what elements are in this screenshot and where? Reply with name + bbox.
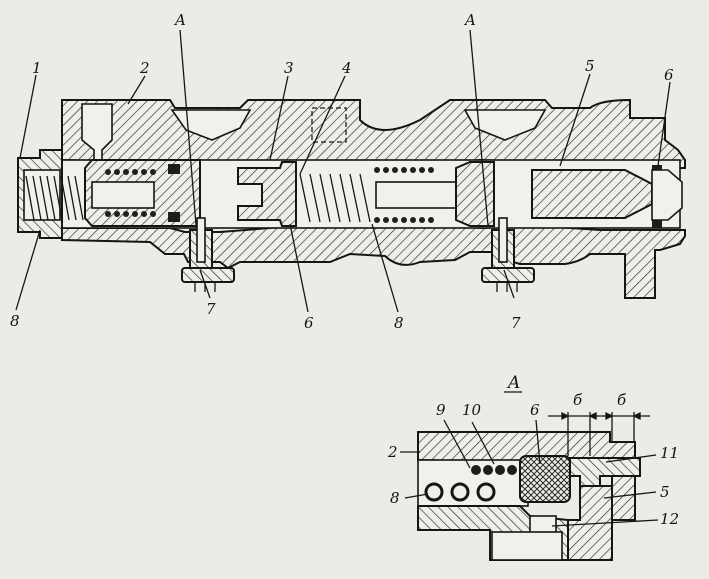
cylinder-section: 1 2 A 3 4 A 5 6 8 7 6 8 7	[10, 11, 686, 332]
detail-spring-8	[424, 482, 496, 502]
body-lower	[61, 224, 686, 299]
detail-title: A	[506, 373, 520, 393]
label-1: 1	[32, 59, 42, 77]
detail-seal	[519, 455, 571, 503]
piston-middle	[237, 161, 297, 227]
detail-spring-10	[471, 465, 517, 475]
piston-right-cavity	[375, 181, 457, 209]
dashed-port	[311, 107, 347, 143]
rod-end	[651, 169, 683, 221]
pushrod	[531, 169, 653, 219]
piston-right-head	[455, 161, 495, 227]
label-a-right: A	[463, 11, 476, 29]
label-5: 5	[585, 57, 595, 75]
detail-lower-bore	[491, 531, 563, 561]
label-4: 4	[341, 59, 352, 77]
recess-right	[463, 109, 547, 141]
label-3: 3	[284, 59, 294, 77]
spring-left	[25, 175, 84, 221]
body-upper	[61, 98, 686, 170]
label-2: 2	[139, 59, 150, 77]
detail-leaders	[400, 419, 659, 527]
detail-label-11: 11	[660, 444, 679, 462]
leader-lines	[15, 29, 671, 313]
piston-left-cavity	[91, 181, 155, 209]
recess-left	[170, 109, 252, 141]
label-8-left: 8	[10, 312, 20, 330]
detail-label-5: 5	[660, 483, 670, 501]
label-8-mid: 8	[394, 314, 404, 332]
spring-middle-coils	[105, 167, 434, 223]
seal-left-top	[168, 164, 180, 174]
detail-label-b1: б	[573, 391, 583, 409]
label-7-left: 7	[206, 300, 216, 318]
label-7-right: 7	[511, 314, 521, 332]
seal-left-bottom	[168, 212, 180, 222]
label-6-top: 6	[664, 66, 674, 84]
seal-far-bottom	[652, 218, 662, 228]
detail-label-2: 2	[387, 443, 398, 461]
detail-label-6: 6	[530, 401, 540, 419]
fitting-left	[181, 217, 235, 292]
detail-label-10: 10	[462, 401, 482, 419]
label-a-left: A	[173, 11, 186, 29]
fitting-right	[481, 217, 535, 292]
detail-dimensions	[548, 411, 650, 456]
detail-label-8: 8	[390, 489, 400, 507]
detail-label-b2: б	[617, 391, 627, 409]
spring-middle	[299, 173, 371, 223]
detail-label-12: 12	[660, 510, 679, 528]
detail-a: A	[387, 373, 679, 561]
detail-label-9: 9	[436, 401, 446, 419]
label-6-bottom: 6	[304, 314, 314, 332]
